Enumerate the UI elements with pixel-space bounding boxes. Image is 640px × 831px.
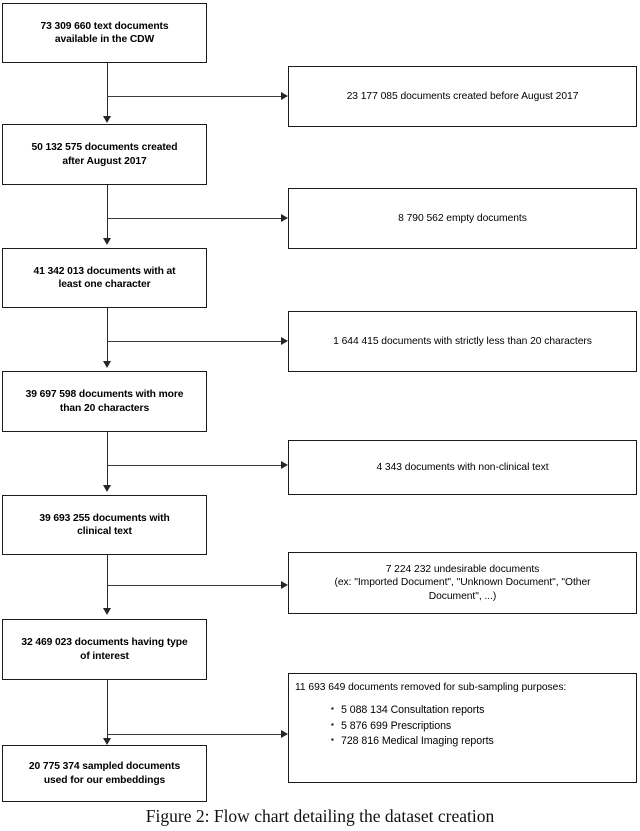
connector-branch-5 [107, 585, 281, 586]
flow-node-5-line2: clinical text [77, 526, 132, 537]
flow-node-after-august-2017: 50 132 575 documents created after Augus… [2, 124, 207, 185]
flow-node-6-line2: of interest [80, 650, 129, 662]
flow-node-s6-list: 5 088 134 Consultation reports 5 876 699… [289, 702, 636, 749]
flow-node-s5-line1: 7 224 232 undesirable documents [385, 564, 540, 576]
flow-node-7-line2: used for our embeddings [43, 774, 166, 786]
flow-node-6-line1: 32 469 023 documents having type [21, 637, 188, 649]
flow-node-excluded-empty: 8 790 562 empty documents [288, 188, 637, 249]
flow-node-s6-heading: 11 693 649 documents removed for sub-sam… [295, 682, 567, 693]
connector-branch-6 [107, 734, 281, 735]
flow-node-3-line2: least one character [58, 279, 151, 290]
arrow-right-6 [281, 730, 288, 738]
arrow-right-1 [281, 92, 288, 100]
flow-node-s1-text: 23 177 085 documents created before Augu… [346, 90, 579, 102]
connector-branch-1 [107, 96, 281, 97]
connector-vertical-3 [107, 308, 108, 363]
connector-vertical-5 [107, 555, 108, 610]
arrow-right-4 [281, 461, 288, 469]
flow-node-excluded-subsampling: 11 693 649 documents removed for sub-sam… [288, 673, 637, 783]
connector-vertical-4 [107, 432, 108, 487]
arrow-right-2 [281, 214, 288, 222]
arrow-right-3 [281, 337, 288, 345]
flow-node-s3-text: 1 644 415 documents with strictly less t… [333, 335, 592, 347]
connector-vertical-2 [107, 185, 108, 240]
connector-branch-2 [107, 218, 281, 219]
flow-node-4-line1: 39 697 598 documents with more [25, 389, 184, 401]
flow-node-clinical-text: 39 693 255 documents with clinical text [2, 495, 207, 555]
flow-node-at-least-one-character: 41 342 013 documents with at least one c… [2, 248, 207, 308]
flow-node-excluded-before-2017: 23 177 085 documents created before Augu… [288, 66, 637, 127]
list-item: 5 876 699 Prescriptions [331, 718, 636, 734]
flow-node-s4-text: 4 343 documents with non-clinical text [376, 461, 549, 473]
connector-branch-4 [107, 465, 281, 466]
arrow-down-2 [103, 238, 111, 245]
flow-node-7-line1: 20 775 374 sampled documents [28, 761, 181, 773]
flow-node-more-than-20-characters: 39 697 598 documents with more than 20 c… [2, 371, 207, 432]
arrow-down-3 [103, 361, 111, 368]
flow-node-s2-text: 8 790 562 empty documents [398, 212, 527, 224]
flow-node-1-line2: available in the CDW [54, 34, 155, 45]
flow-node-sampled-documents: 20 775 374 sampled documents used for ou… [2, 745, 207, 802]
connector-vertical-6 [107, 680, 108, 740]
flow-node-type-of-interest: 32 469 023 documents having type of inte… [2, 619, 207, 680]
arrow-down-5 [103, 608, 111, 615]
connector-vertical-1 [107, 63, 108, 118]
arrow-right-5 [281, 581, 288, 589]
flow-node-excluded-undesirable: 7 224 232 undesirable documents (ex: "Im… [288, 552, 637, 614]
flow-node-5-line1: 39 693 255 documents with [39, 512, 170, 524]
connector-branch-3 [107, 341, 281, 342]
flow-node-1-line1: 73 309 660 text documents [40, 20, 169, 32]
arrow-down-4 [103, 485, 111, 492]
flow-node-2-line2: after August 2017 [62, 155, 147, 167]
list-item: 5 088 134 Consultation reports [331, 702, 636, 718]
flow-node-s5-line3: Document", ...) [428, 590, 497, 602]
flow-node-s5-line2: (ex: "Imported Document", "Unknown Docum… [334, 577, 591, 589]
flow-node-excluded-short-documents: 1 644 415 documents with strictly less t… [288, 311, 637, 372]
flow-node-4-line2: than 20 characters [59, 402, 150, 414]
figure-caption: Figure 2: Flow chart detailing the datas… [145, 806, 495, 826]
flow-node-excluded-non-clinical: 4 343 documents with non-clinical text [288, 440, 637, 495]
arrow-down-6 [103, 738, 111, 745]
flow-node-total-documents: 73 309 660 text documents available in t… [2, 3, 207, 63]
list-item: 728 816 Medical Imaging reports [331, 733, 636, 749]
flow-node-2-line1: 50 132 575 documents created [31, 142, 178, 154]
flow-node-3-line1: 41 342 013 documents with at [33, 265, 176, 277]
arrow-down-1 [103, 116, 111, 123]
